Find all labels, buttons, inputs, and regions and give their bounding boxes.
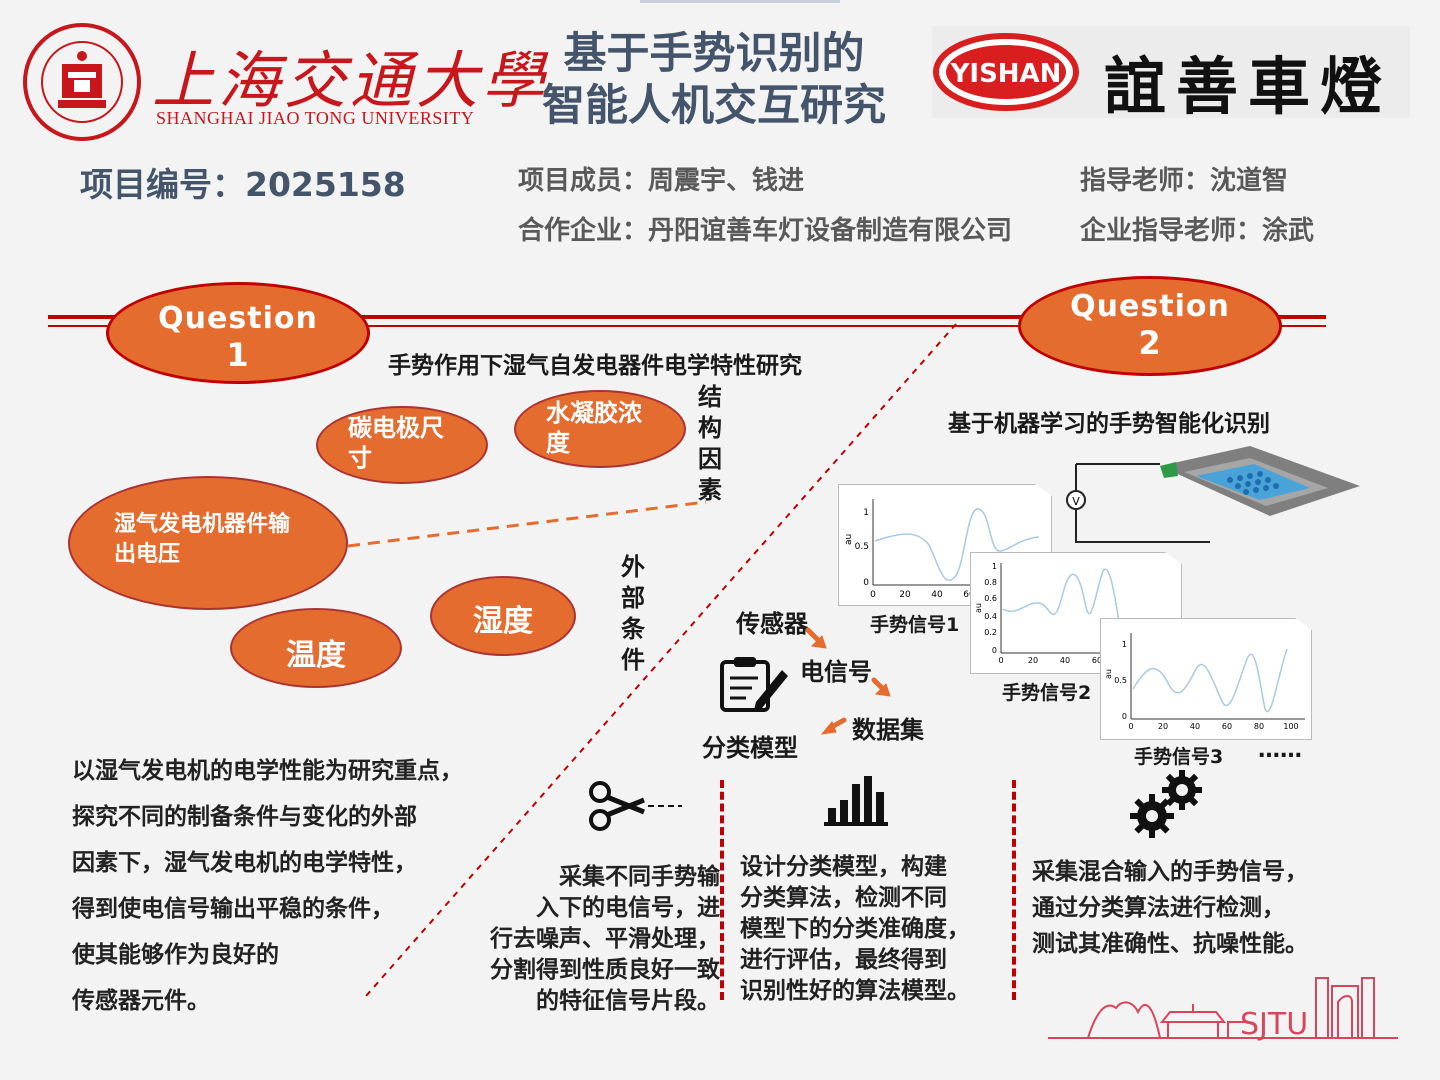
question1-badge: Question 1	[106, 282, 370, 384]
sjtu-skyline-watermark: SJTU	[1048, 977, 1398, 1042]
divider-line-bottom	[48, 325, 1326, 327]
company-logo-cn: 誼善車燈	[1104, 50, 1393, 123]
label-structural-factors: 结构因素	[698, 383, 722, 504]
svg-text:100: 100	[1283, 722, 1298, 731]
node-humidity: 湿度	[430, 576, 576, 656]
flow-arrows	[805, 627, 891, 735]
signal-label-3: 手势信号3	[1134, 746, 1224, 768]
question1-subtitle: 手势作用下湿气自发电器件电学特性研究	[388, 353, 802, 379]
p1-ytick: 1	[863, 508, 869, 518]
sensor-circuit-diagram: V	[1066, 446, 1360, 543]
svg-text:V: V	[1072, 495, 1080, 508]
question2-badge: Question 2	[1018, 276, 1282, 376]
svg-text:20: 20	[1158, 722, 1168, 731]
signal-plot-3: 1 0.5 0 0 20 40 60 80 100 au	[1100, 618, 1312, 740]
svg-text:0.8: 0.8	[984, 578, 997, 587]
signal-plot-3-chart: 1 0.5 0 0 20 40 60 80 100 au	[1104, 633, 1305, 731]
top-accent-bar	[640, 0, 840, 3]
svg-text:0.2: 0.2	[984, 628, 997, 637]
p1-ytick: 0.5	[855, 542, 869, 552]
poster-title: 基于手势识别的 智能人机交互研究	[542, 29, 886, 131]
svg-text:SJTU: SJTU	[1240, 1007, 1308, 1042]
svg-text:20: 20	[1028, 656, 1038, 665]
step1-text: 采集不同手势输 入下的电信号，进 行去噪声、平滑处理， 分割得到性质良好一致 的…	[490, 864, 720, 1014]
sjtu-seal-logo	[23, 23, 141, 141]
svg-text:au: au	[974, 603, 983, 613]
svg-text:0: 0	[1122, 712, 1127, 721]
step2-text: 设计分类模型，构建 分类算法，检测不同 模型下的分类准确度， 进行评估，最终得到…	[740, 854, 970, 1004]
question2-subtitle: 基于机器学习的手势智能化识别	[948, 411, 1270, 437]
node-output-voltage: 湿气发电机器件输出电压	[68, 476, 348, 610]
project-number: 项目编号：2025158	[80, 165, 406, 204]
node-temperature: 温度	[230, 608, 402, 688]
svg-text:1: 1	[992, 562, 997, 571]
bar-chart-icon	[824, 776, 888, 826]
flow-dataset: 数据集	[852, 716, 924, 744]
step-divider-1	[720, 780, 724, 1000]
signal-label-1: 手势信号1	[870, 614, 960, 636]
signal-label-2: 手势信号2	[1002, 682, 1092, 704]
signal-ellipsis: ……	[1258, 738, 1302, 763]
svg-text:0.5: 0.5	[1114, 676, 1127, 685]
svg-text:80: 80	[1254, 722, 1264, 731]
step-divider-2	[1012, 780, 1016, 1000]
svg-text:0: 0	[998, 656, 1003, 665]
svg-text:YISHAN: YISHAN	[950, 59, 1062, 89]
svg-text:40: 40	[1190, 722, 1200, 731]
question1-description: 以湿气发电机的电学性能为研究重点， 探究不同的制备条件与变化的外部 因素下，湿气…	[72, 758, 463, 1014]
signal-plot-1-chart: 1 0.5 0 0 20 40 60 au	[844, 499, 1043, 600]
flow-sensor: 传感器	[736, 610, 808, 638]
yishan-oval-logo: YISHAN	[933, 33, 1079, 111]
step3-text: 采集混合输入的手势信号， 通过分类算法进行检测， 测试其准确性、抗噪性能。	[1032, 859, 1308, 957]
university-name-cn: 上海交通大學	[152, 44, 549, 117]
p1-xtick: 60	[963, 590, 975, 600]
clipboard-icon	[720, 657, 788, 712]
p1-xtick: 20	[899, 590, 911, 600]
university-name-en: SHANGHAI JIAO TONG UNIVERSITY	[156, 108, 475, 128]
diagonal-divider	[365, 323, 957, 997]
label-external-conditions: 外部条件	[621, 553, 645, 674]
svg-text:0.6: 0.6	[984, 594, 997, 603]
flow-signal: 电信号	[800, 658, 872, 686]
company-advisor: 企业指导老师：涂武	[1080, 216, 1315, 246]
gears-icon	[1130, 770, 1202, 838]
partner-company: 合作企业：丹阳谊善车灯设备制造有限公司	[518, 216, 1013, 246]
node-electrode-size: 碳电极尺寸	[316, 406, 488, 484]
svg-text:60: 60	[1092, 656, 1102, 665]
p1-ylabel: au	[844, 534, 854, 545]
svg-text:0.4: 0.4	[984, 612, 997, 621]
svg-text:40: 40	[1060, 656, 1070, 665]
flow-model: 分类模型	[702, 734, 798, 762]
p1-xtick: 0	[870, 590, 876, 600]
p1-xtick: 40	[931, 590, 943, 600]
divider-line-top	[48, 315, 1326, 319]
node-hydrogel-concentration: 水凝胶浓度	[514, 390, 686, 468]
scissors-icon	[589, 781, 682, 831]
svg-text:0: 0	[1128, 722, 1133, 731]
company-logo: YISHAN 誼善車燈	[932, 26, 1410, 123]
svg-text:60: 60	[1222, 722, 1232, 731]
svg-text:1: 1	[1122, 640, 1127, 649]
p1-ytick: 0	[863, 578, 869, 588]
svg-text:0: 0	[992, 646, 997, 655]
factor-divider-dashed	[347, 500, 707, 548]
svg-text:au: au	[1104, 669, 1113, 679]
project-members: 项目成员：周震宇、钱进	[518, 166, 805, 196]
advisor: 指导老师：沈道智	[1080, 166, 1289, 196]
